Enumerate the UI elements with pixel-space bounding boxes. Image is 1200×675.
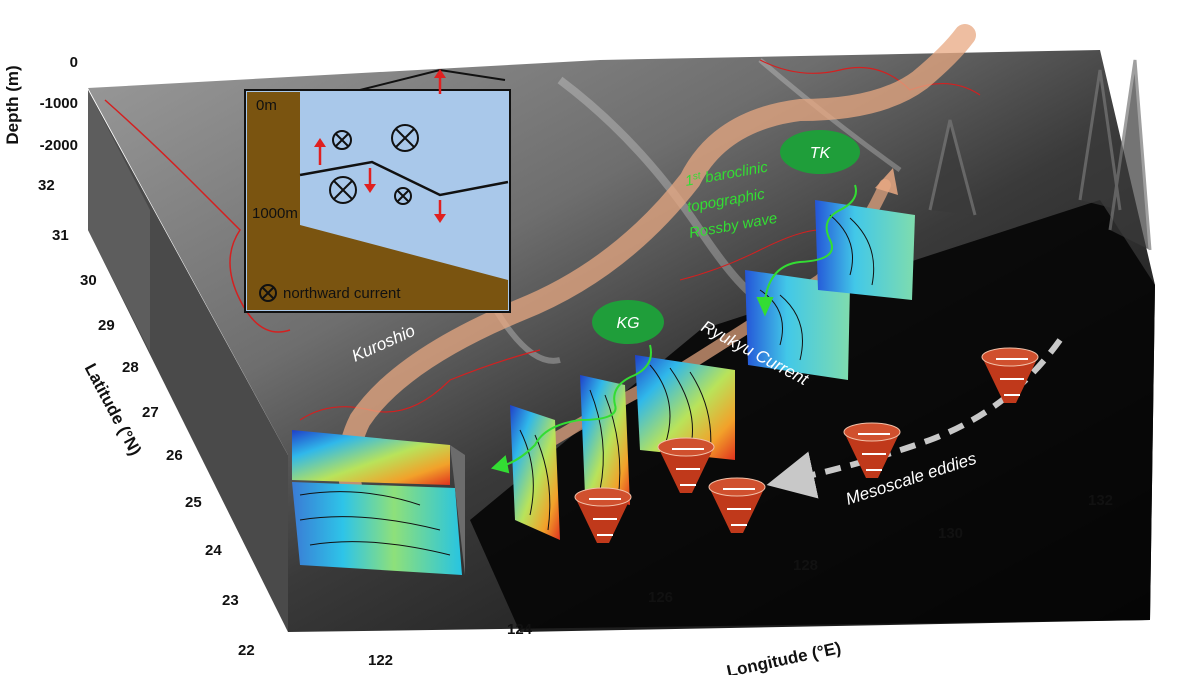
- lon-tick-132: 132: [1088, 492, 1113, 509]
- inset-depth-bottom: 1000m: [252, 205, 298, 222]
- section-panel-1b: [292, 482, 462, 575]
- lat-tick-26: 26: [166, 447, 183, 464]
- section-4: [635, 355, 735, 460]
- current-symbol-3: [329, 176, 357, 204]
- section-panel-3: [580, 375, 630, 505]
- inset-legend-text: northward current: [283, 285, 401, 302]
- ridge-peaks: [928, 59, 1152, 251]
- current-symbol-2-x: [395, 128, 415, 148]
- rossby-line1-num: 1: [684, 172, 695, 190]
- box-west-wall-shade: [88, 90, 150, 352]
- section-6: [815, 200, 915, 300]
- rossby-arrow-2: [504, 344, 652, 466]
- rossby-wave-arrows: [490, 184, 857, 474]
- kg-oval: [592, 300, 664, 344]
- eddy-top-3: [708, 477, 766, 497]
- legend-current-symbol-x: [261, 286, 275, 300]
- eddy-arrows-3: [723, 488, 755, 526]
- lat-tick-25: 25: [185, 494, 202, 511]
- lon-tick-128: 128: [793, 557, 818, 574]
- current-symbol-3-x: [333, 180, 353, 200]
- eddy-top-2: [843, 422, 901, 442]
- inset-land: [247, 92, 508, 310]
- eddy-arrows-2: [858, 433, 890, 471]
- eddy-3: [708, 477, 766, 533]
- current-symbol-4: [394, 187, 412, 205]
- inset-red-arrows: [314, 69, 446, 223]
- depth-axis: Depth (m) 0 -1000 -2000: [3, 54, 78, 154]
- legend-current-symbol: [259, 284, 277, 302]
- eddy-arrows-1: [996, 358, 1028, 396]
- current-symbol-2: [391, 124, 419, 152]
- eddy-top-4: [657, 437, 715, 457]
- inset-interface-line: [299, 160, 509, 197]
- lat-tick-22: 22: [238, 642, 255, 659]
- coastline: [104, 99, 291, 333]
- lat-tick-32: 32: [38, 177, 55, 194]
- section-panel-2: [510, 405, 560, 540]
- eddy-2: [843, 422, 901, 478]
- red-arrow-down-2-head: [434, 214, 446, 223]
- ryukyu-arrowhead: [875, 168, 898, 195]
- tk-oval: [780, 130, 860, 174]
- lon-tick-122: 122: [368, 652, 393, 669]
- section-2: [510, 405, 560, 540]
- depth-tick-1000: -1000: [40, 95, 78, 112]
- eddy-arrows-5: [589, 498, 621, 536]
- tk-label: TK: [810, 145, 832, 162]
- depth-axis-title: Depth (m): [3, 65, 22, 144]
- lat-tick-23: 23: [222, 592, 239, 609]
- rossby-arrowhead-1: [756, 297, 774, 317]
- lon-tick-126: 126: [648, 589, 673, 606]
- eddy-4: [657, 437, 715, 493]
- section-panel-4: [635, 355, 735, 460]
- eddy-top-5: [574, 487, 632, 507]
- longitude-axis-title: Longitude (°E): [725, 638, 843, 675]
- red-arrow-down-1-head: [364, 184, 376, 193]
- coastline-3: [759, 59, 981, 96]
- rossby-line1-sup: st: [692, 170, 703, 182]
- depth-tick-0: 0: [70, 54, 78, 71]
- lat-tick-29: 29: [98, 317, 115, 334]
- lat-tick-27: 27: [142, 404, 159, 421]
- kg-label: KG: [616, 315, 639, 332]
- lat-tick-30: 30: [80, 272, 97, 289]
- depth-tick-2000: -2000: [40, 137, 78, 154]
- current-symbol-4-x: [396, 189, 410, 203]
- eddy-1: [981, 347, 1039, 403]
- lon-tick-130: 130: [938, 525, 963, 542]
- eddy-top-1: [981, 347, 1039, 367]
- section-contours-1: [299, 491, 451, 556]
- kg-marker: KG: [592, 300, 664, 344]
- lat-tick-24: 24: [205, 542, 222, 559]
- inset-depth-top: 0m: [256, 97, 277, 114]
- eddy-arrows-4: [672, 448, 704, 486]
- kuroshio-path: [337, 24, 976, 556]
- section-contours-2: [519, 429, 551, 531]
- eddy-track-arrow: [766, 338, 1063, 499]
- lat-tick-31: 31: [52, 227, 69, 244]
- current-symbol-1-x: [335, 133, 349, 147]
- section-3: [580, 375, 630, 505]
- rossby-arrowhead-2: [490, 455, 510, 474]
- tk-marker: TK: [780, 130, 860, 174]
- rossby-arrow-1: [764, 184, 857, 301]
- eddy-5: [574, 487, 632, 543]
- lat-tick-28: 28: [122, 359, 139, 376]
- red-arrow-up-1-head: [314, 138, 326, 147]
- inset-schematic: 0m 1000m northward current: [244, 68, 511, 313]
- section-contours-6: [829, 214, 875, 286]
- section-side-1: [450, 445, 465, 575]
- coastline-2: [299, 349, 541, 421]
- current-symbol-1: [332, 130, 352, 150]
- lon-tick-124: 124: [507, 621, 533, 638]
- red-arrow-up-2-head: [434, 69, 446, 78]
- section-contours-3: [589, 389, 621, 501]
- northward-current-symbols: [259, 124, 419, 302]
- section-panel-1a: [292, 430, 450, 485]
- section-east-china: [292, 430, 465, 575]
- ocean-basin: [470, 200, 1155, 632]
- coastline-4: [679, 229, 821, 281]
